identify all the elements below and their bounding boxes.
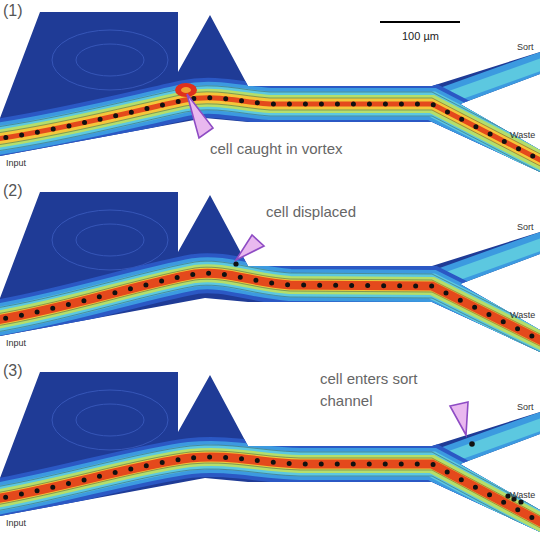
panel-one — [0, 12, 540, 176]
flow-field — [0, 422, 540, 538]
streamline — [0, 92, 540, 158]
outlet-label: Waste — [510, 130, 535, 140]
scale-bar — [380, 21, 460, 23]
streamline — [0, 279, 540, 350]
callout-text: cell enters sort channel — [320, 368, 470, 412]
streamline — [0, 285, 540, 356]
outlet-label: Waste — [510, 310, 535, 320]
flow-band — [0, 98, 540, 164]
inlet-label: Input — [6, 158, 26, 168]
sorted-cell — [469, 441, 475, 447]
flow-band — [0, 273, 540, 344]
flow-field — [0, 62, 540, 176]
outlet-label: Sort — [517, 42, 534, 52]
inlet-label: Input — [6, 338, 26, 348]
flow-band — [0, 273, 540, 344]
waste-cell — [518, 499, 523, 504]
flow-band — [0, 457, 540, 526]
flow-band — [0, 457, 540, 526]
callout-pointer — [450, 402, 468, 435]
vortex-hotspot — [181, 87, 191, 93]
callout-pointer — [236, 235, 264, 260]
scale-label: 100 µm — [402, 30, 439, 43]
panel-number: (3) — [3, 362, 23, 380]
callout-text: cell displaced — [266, 203, 356, 220]
flow-band — [0, 273, 540, 344]
displaced-cell — [233, 261, 238, 266]
vortex-contour — [76, 224, 144, 256]
inlet-label: Input — [6, 518, 26, 528]
flow-band — [0, 98, 540, 164]
vortex-contour — [76, 404, 144, 436]
panel-number: (2) — [3, 182, 23, 200]
flow-band — [0, 98, 540, 164]
outlet-label: Sort — [517, 402, 534, 412]
flow-band — [0, 273, 540, 344]
flow-band — [0, 457, 540, 526]
cell-train — [0, 273, 540, 344]
vortex-contour — [76, 44, 144, 76]
streamline — [0, 267, 540, 338]
callout-pointer — [187, 94, 213, 138]
panel-three — [0, 372, 540, 538]
flow-band — [0, 457, 540, 526]
streamline — [0, 451, 540, 520]
flow-band — [0, 98, 540, 164]
flow-field — [0, 242, 540, 356]
waste-cell — [505, 493, 510, 498]
flow-band — [0, 273, 540, 344]
cell-train — [0, 457, 540, 526]
streamline — [0, 261, 540, 332]
flow-band — [0, 273, 540, 344]
flow-band — [0, 98, 540, 164]
vortex-hotspot — [175, 83, 197, 97]
vortex-contour — [52, 30, 168, 90]
streamline — [0, 104, 540, 170]
flow-band — [0, 457, 540, 526]
panel-two — [0, 192, 540, 356]
flow-band — [0, 457, 540, 526]
cell-train — [0, 98, 540, 164]
outlet-label: Sort — [517, 222, 534, 232]
callout-text: cell caught in vortex — [210, 140, 343, 157]
streamline — [0, 110, 540, 176]
outlet-label: Waste — [510, 490, 535, 500]
streamline — [0, 463, 540, 532]
vortex-contour — [52, 210, 168, 270]
vortex-contour — [52, 390, 168, 450]
panel-number: (1) — [3, 2, 23, 20]
flow-band — [0, 98, 540, 164]
